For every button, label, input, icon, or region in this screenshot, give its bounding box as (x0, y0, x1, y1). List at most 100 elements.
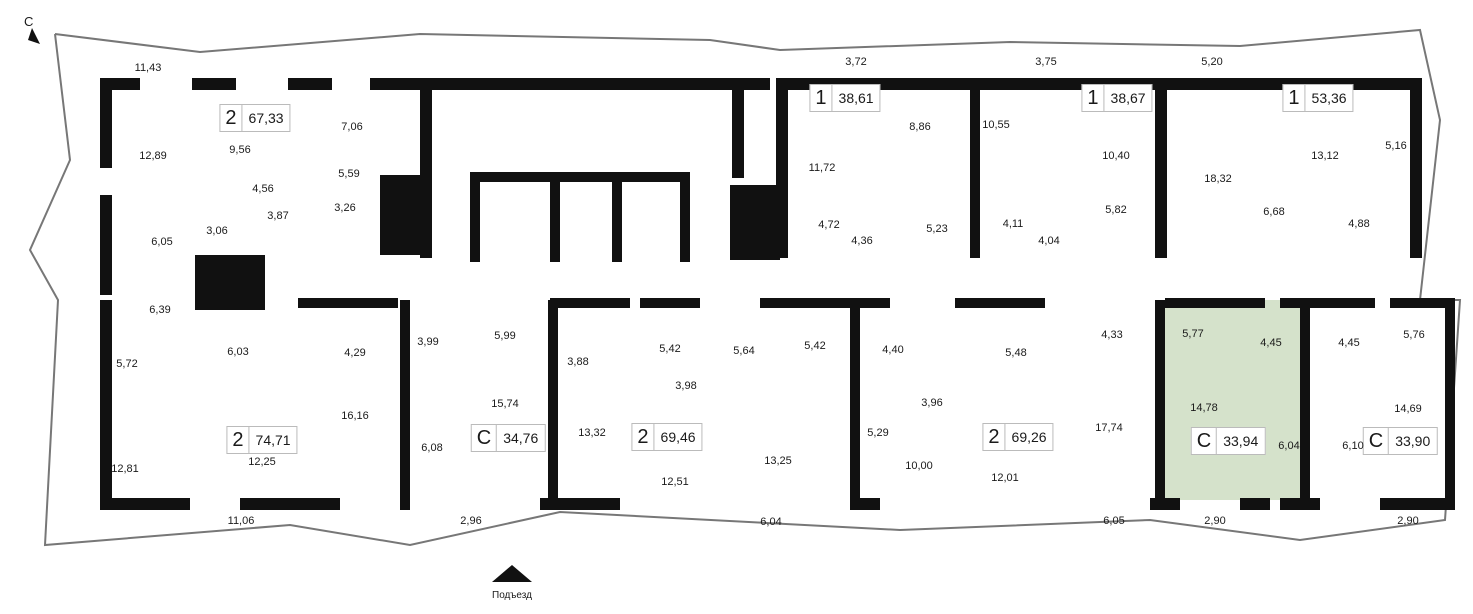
room-area-label: 11,43 (134, 62, 162, 74)
room-area-label: 5,20 (1201, 56, 1223, 68)
room-area-label: 3,87 (267, 210, 289, 222)
room-area-label: 6,08 (421, 442, 443, 454)
room-area-label: 14,78 (1190, 402, 1218, 414)
room-area-label: 5,76 (1403, 329, 1425, 341)
room-area-label: 10,40 (1102, 150, 1130, 162)
highlighted-apartment[interactable] (1164, 300, 1304, 500)
apartment-type: 2 (632, 424, 655, 450)
room-area-label: 5,77 (1182, 328, 1204, 340)
room-area-label: 6,03 (227, 346, 249, 358)
room-area-label: 18,32 (1204, 173, 1232, 185)
apartment-type: 2 (227, 427, 250, 453)
room-area-label: 3,26 (334, 202, 356, 214)
room-area-label: 12,51 (661, 476, 689, 488)
room-area-label: 3,06 (206, 225, 228, 237)
room-area-label: 2,90 (1397, 515, 1419, 527)
room-area-label: 12,89 (139, 150, 167, 162)
room-area-label: 12,81 (111, 463, 139, 475)
room-area-label: 4,45 (1260, 337, 1282, 349)
room-area-label: 5,59 (338, 168, 360, 180)
room-area-label: 4,33 (1101, 329, 1123, 341)
room-area-label: 5,23 (926, 223, 948, 235)
room-area-label: 4,56 (252, 183, 274, 195)
room-area-label: 5,42 (804, 340, 826, 352)
room-area-label: 11,72 (808, 162, 836, 174)
room-area-label: 2,90 (1204, 515, 1226, 527)
room-area-label: 9,56 (229, 144, 251, 156)
room-area-label: 6,10 (1342, 440, 1364, 452)
apartment-area: 74,71 (255, 432, 291, 448)
room-area-label: 4,11 (1002, 218, 1024, 230)
room-area-label: 4,36 (851, 235, 873, 247)
apartment-type: 1 (1082, 85, 1105, 111)
apartment-area: 38,61 (838, 90, 874, 106)
room-area-label: 10,55 (982, 119, 1010, 131)
apartment-badge-selected[interactable]: С 33,94 (1190, 427, 1266, 455)
entrance-label: Подъезд (492, 590, 532, 601)
apartment-type: 1 (810, 85, 833, 111)
room-area-label: 14,69 (1394, 403, 1422, 415)
room-area-label: 2,96 (460, 515, 482, 527)
room-area-label: 6,39 (149, 304, 171, 316)
room-area-label: 6,04 (760, 516, 782, 528)
apartment-area: 69,26 (1011, 429, 1047, 445)
room-area-label: 13,25 (764, 455, 792, 467)
apartment-area: 33,90 (1395, 433, 1431, 449)
room-area-label: 4,29 (344, 347, 366, 359)
apartment-type: С (1192, 428, 1218, 454)
room-area-label: 5,16 (1385, 140, 1407, 152)
apartment-area: 38,67 (1110, 90, 1146, 106)
room-area-label: 3,88 (567, 356, 589, 368)
north-arrow-icon (28, 28, 40, 44)
room-area-label: 8,86 (909, 121, 931, 133)
room-area-label: 3,72 (845, 56, 867, 68)
walls (100, 78, 1455, 510)
room-area-label: 6,05 (1103, 515, 1125, 527)
room-area-label: 4,72 (818, 219, 840, 231)
room-area-label: 5,64 (733, 345, 755, 357)
apartment-area: 33,94 (1223, 433, 1259, 449)
room-area-label: 5,48 (1005, 347, 1027, 359)
room-area-label: 4,88 (1348, 218, 1370, 230)
room-area-label: 17,74 (1095, 422, 1123, 434)
room-area-label: 12,25 (248, 456, 276, 468)
north-label: С (24, 14, 34, 29)
room-area-label: 5,72 (116, 358, 138, 370)
apartment-type: 2 (983, 424, 1006, 450)
room-area-label: 4,40 (882, 344, 904, 356)
room-area-label: 7,06 (341, 121, 363, 133)
room-area-label: 13,12 (1311, 150, 1339, 162)
apartment-type: С (472, 425, 498, 451)
room-area-label: 4,04 (1038, 235, 1060, 247)
balcony-outline (28, 28, 1462, 547)
room-area-label: 6,04 (1278, 440, 1300, 452)
room-area-label: 16,16 (341, 410, 369, 422)
apartment-type: 1 (1283, 85, 1306, 111)
room-area-label: 6,05 (151, 236, 173, 248)
room-area-label: 3,98 (675, 380, 697, 392)
room-area-label: 11,06 (227, 515, 255, 527)
room-area-label: 12,01 (991, 472, 1019, 484)
room-area-label: 5,99 (494, 330, 516, 342)
apartment-badge[interactable]: С 33,90 (1362, 427, 1438, 455)
room-area-label: 5,82 (1105, 204, 1127, 216)
apartment-area: 69,46 (660, 429, 696, 445)
apartment-type: 2 (220, 105, 243, 131)
room-area-label: 13,32 (578, 427, 606, 439)
apartment-type: С (1364, 428, 1390, 454)
room-area-label: 15,74 (491, 398, 519, 410)
room-area-label: 3,96 (921, 397, 943, 409)
apartment-area: 53,36 (1311, 90, 1347, 106)
apartment-area: 67,33 (248, 110, 284, 126)
room-area-label: 3,99 (417, 336, 439, 348)
